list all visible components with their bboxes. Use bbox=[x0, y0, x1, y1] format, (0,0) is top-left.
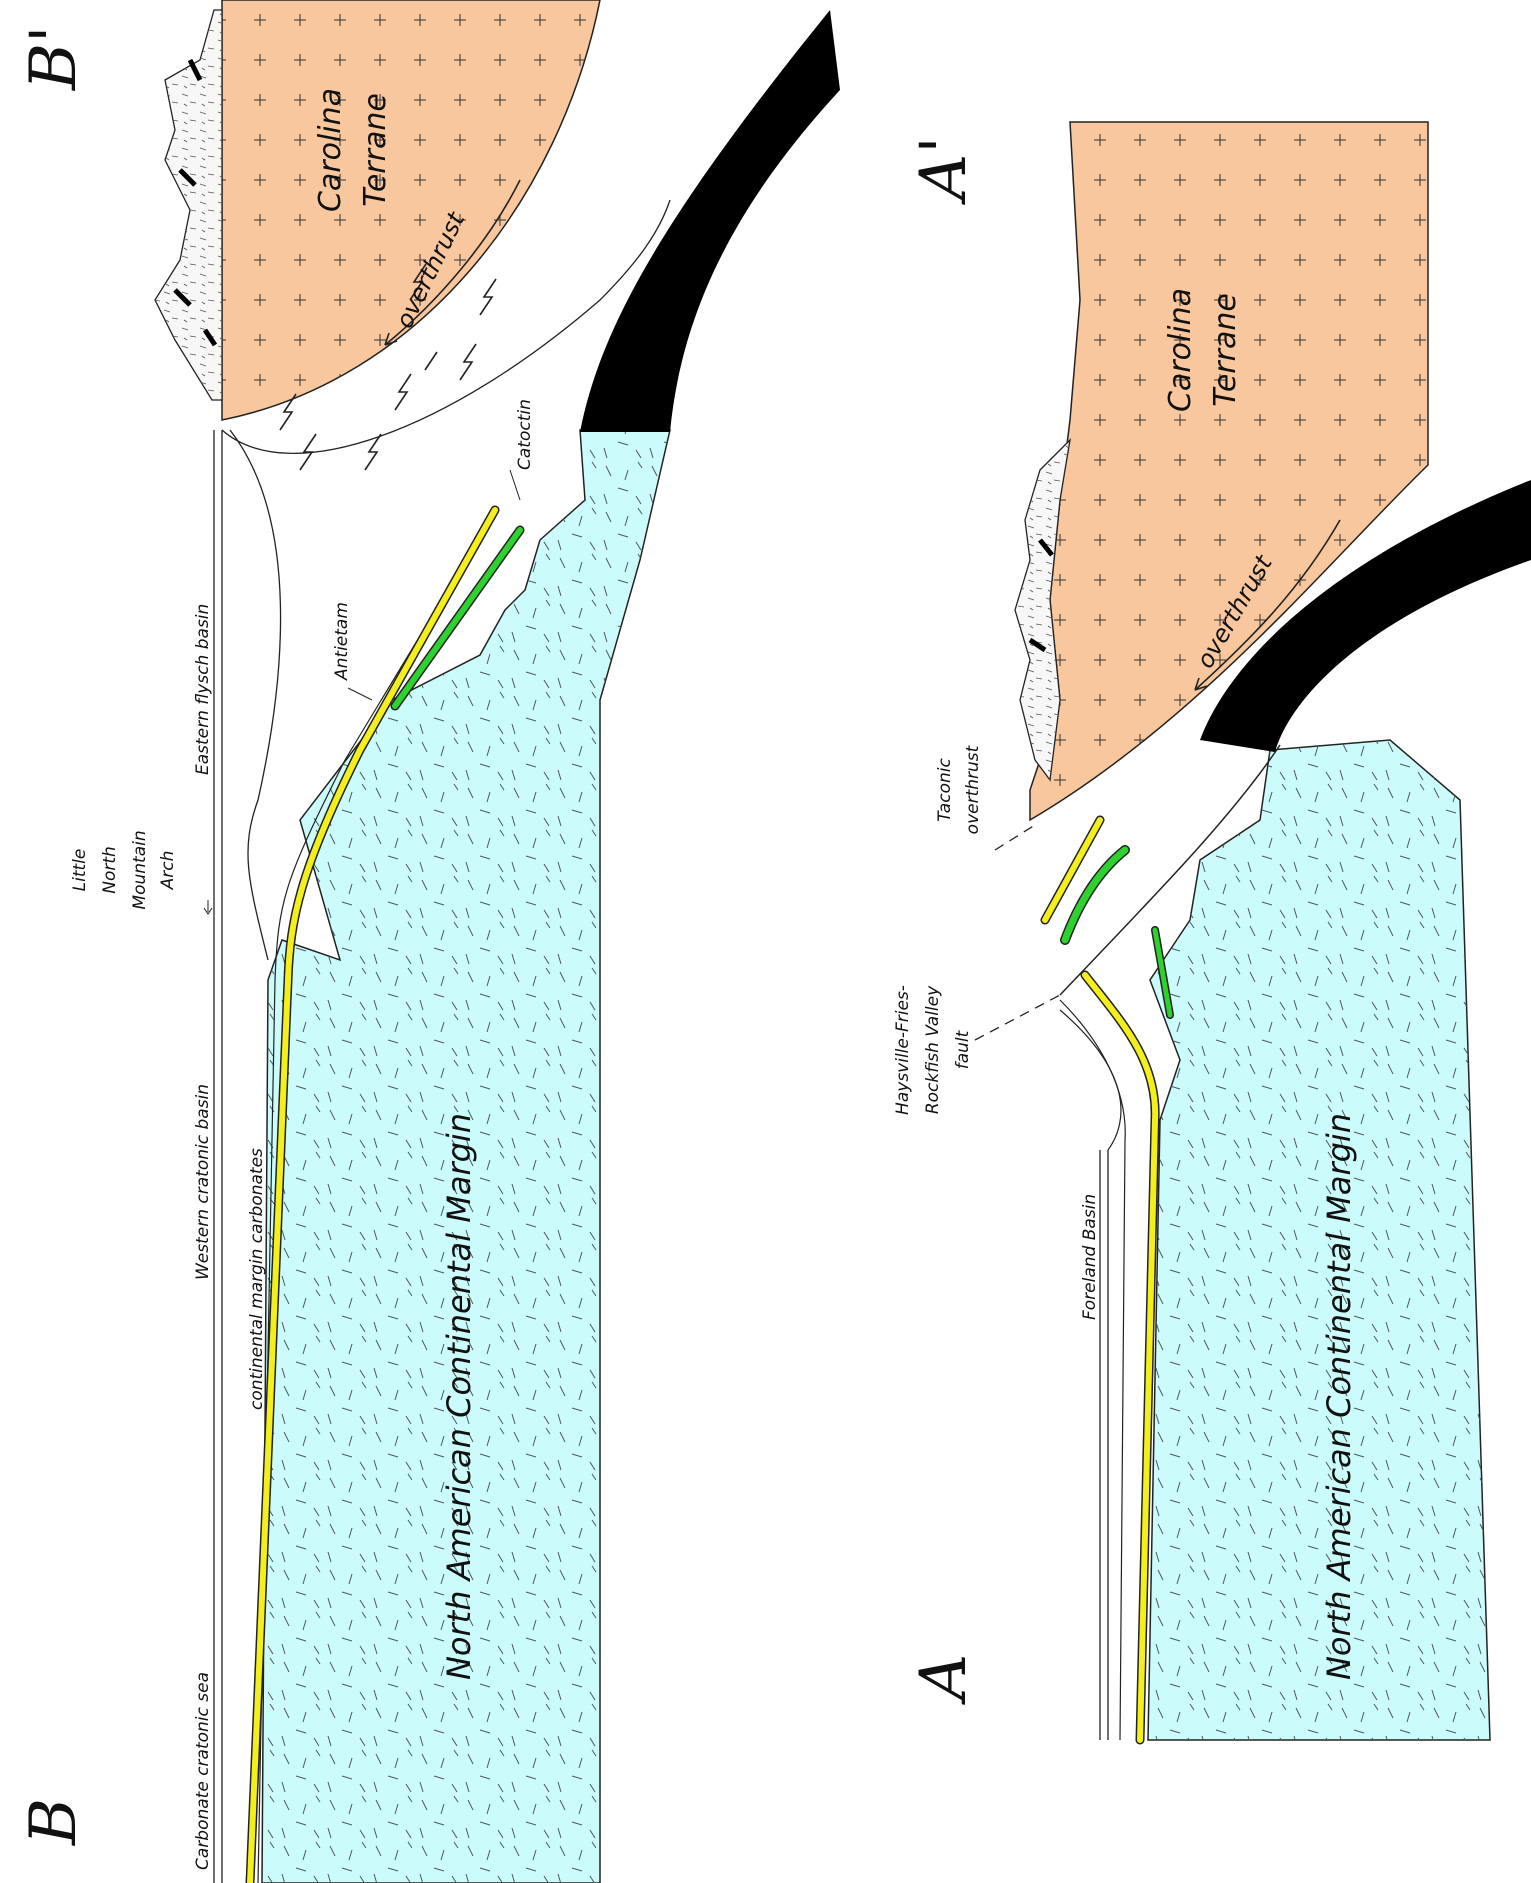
terrane-label-b-2: Terrane bbox=[358, 93, 393, 207]
continental-margin-label-b: North American Continental Margin bbox=[440, 1113, 478, 1680]
hfrv-fault-dashed bbox=[975, 995, 1060, 1040]
margin-texture-a bbox=[1148, 740, 1490, 1740]
antietam-fill-a bbox=[1085, 975, 1155, 1740]
antietam-leader bbox=[348, 688, 372, 700]
arch-label-2: North bbox=[100, 846, 120, 894]
section-b-right-end: B' bbox=[17, 25, 91, 91]
fault-label-1: Haysville-Fries- bbox=[893, 985, 913, 1115]
arch-label-1: Little bbox=[70, 849, 90, 892]
oceanic-slab-b bbox=[580, 10, 840, 432]
flysch-basin-outline bbox=[230, 430, 281, 960]
section-b-left-end: B bbox=[17, 1798, 91, 1846]
carbonate-line-a bbox=[1060, 1000, 1125, 1740]
terrane-label-a-2: Terrane bbox=[1208, 293, 1243, 407]
fault-label-3: fault bbox=[953, 1029, 973, 1069]
arch-label-3: Mountain bbox=[130, 830, 150, 909]
antietam-label: Antietam bbox=[332, 602, 352, 681]
foreland-curve-a bbox=[1060, 1010, 1121, 1150]
catoctin-leader bbox=[510, 470, 520, 500]
section-a bbox=[975, 122, 1531, 1740]
western-basin-label: Western cratonic basin bbox=[193, 1084, 213, 1280]
taconic-dashed bbox=[995, 825, 1035, 850]
foreland-basin-label: Foreland Basin bbox=[1080, 1194, 1100, 1320]
section-a-right-end: A' bbox=[907, 136, 981, 205]
continental-margin-label-a: North American Continental Margin bbox=[1320, 1113, 1358, 1680]
catoctin-label: Catoctin bbox=[515, 399, 535, 470]
fault-label-2: Rockfish Valley bbox=[923, 985, 943, 1114]
antietam-fill-a2 bbox=[1045, 820, 1100, 920]
section-a-left-end: A bbox=[907, 1654, 981, 1705]
taconic-label-2: overthrust bbox=[963, 744, 983, 834]
terrane-label-a-1: Carolina bbox=[1163, 288, 1198, 412]
section-b bbox=[155, 0, 840, 1883]
margin-carbonates-label: continental margin carbonates bbox=[247, 1148, 267, 1410]
carbonate-sea-label: Carbonate cratonic sea bbox=[193, 1672, 213, 1870]
terrane-texture-b bbox=[222, 0, 600, 420]
arch-label-4: Arch bbox=[158, 851, 178, 891]
eastern-basin-label: Eastern flysch basin bbox=[193, 604, 213, 775]
taconic-label-1: Taconic bbox=[935, 758, 955, 822]
terrane-label-b-1: Carolina bbox=[313, 88, 348, 212]
